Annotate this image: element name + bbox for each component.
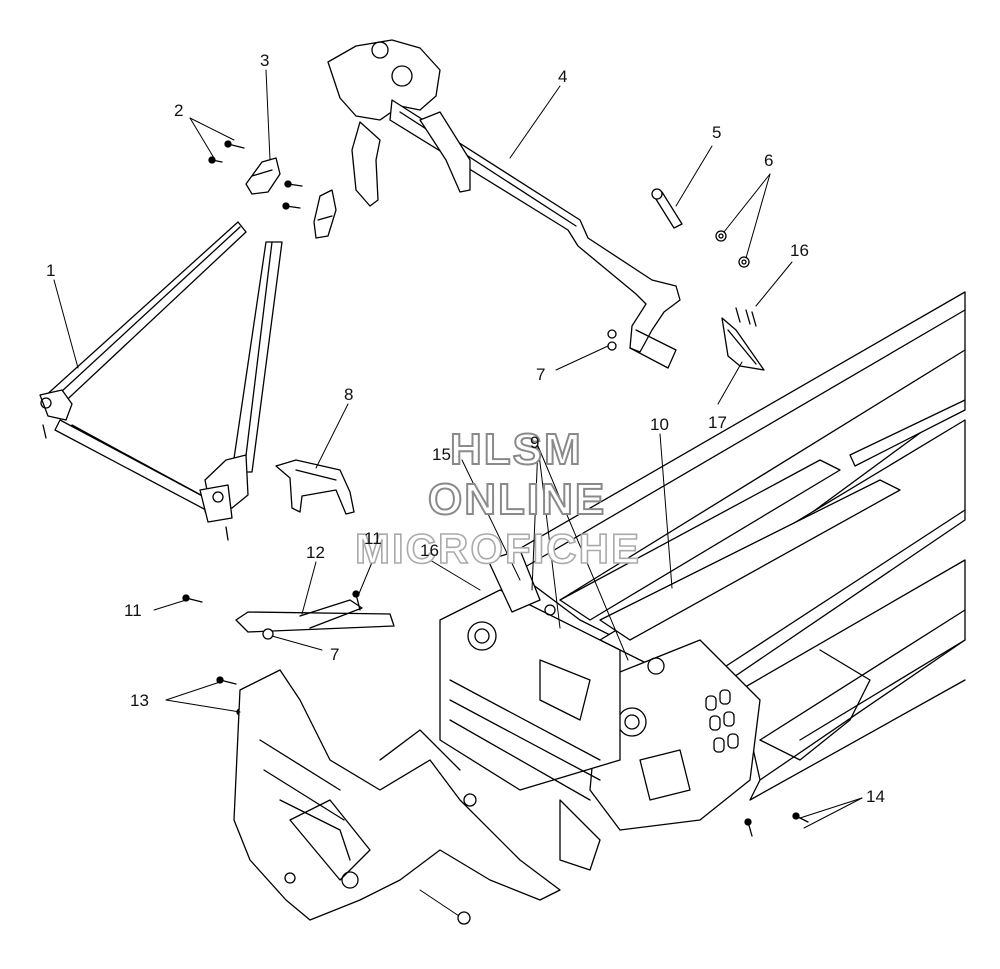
part-5-bolt	[651, 188, 683, 229]
part-7-nut	[607, 329, 617, 351]
watermark-line-1: HLSM	[449, 425, 583, 474]
chassis-side-panel	[589, 639, 761, 831]
part-17-bracket	[721, 317, 765, 371]
callout-11-right: 11	[364, 529, 382, 548]
part-bushing	[457, 911, 471, 925]
part-6-nuts	[715, 230, 750, 268]
callout-7-bottom: 7	[330, 645, 340, 664]
callout-10: 10	[650, 415, 669, 434]
part-8-bracket	[275, 459, 355, 515]
part-3-mount-brackets	[245, 157, 337, 239]
callout-9: 9	[530, 433, 540, 452]
callout-7-top: 7	[536, 365, 546, 384]
callout-11-left: 11	[124, 601, 142, 620]
callout-16-right: 16	[790, 241, 809, 260]
callout-15: 15	[432, 445, 451, 464]
callout-5: 5	[712, 123, 722, 142]
callout-16-left: 16	[420, 541, 439, 560]
callout-17: 17	[708, 413, 727, 432]
front-bulkhead	[439, 549, 665, 801]
callout-4: 4	[558, 67, 568, 86]
callout-12: 12	[306, 543, 325, 562]
callout-1: 1	[46, 261, 56, 280]
callout-8: 8	[344, 385, 354, 404]
part-1-brace-assembly	[39, 221, 283, 541]
part-16-bolts	[735, 307, 757, 327]
lower-front-frame	[233, 669, 601, 921]
part-14-bolts	[744, 812, 809, 837]
callout-14: 14	[866, 787, 885, 806]
part-11-bolts	[182, 590, 361, 611]
callout-6: 6	[764, 151, 774, 170]
watermark-line-2: ONLINE	[427, 475, 607, 524]
callout-2: 2	[174, 101, 184, 120]
leader-lines	[53, 69, 863, 919]
watermark-line-3: MICROFICHE	[354, 525, 641, 572]
callout-3: 3	[260, 51, 270, 70]
part-2-bolts	[208, 140, 303, 210]
part-12-strut	[235, 599, 395, 640]
part-4-steering-post	[327, 39, 681, 369]
chassis-tunnel	[499, 291, 966, 801]
callout-13: 13	[130, 691, 149, 710]
